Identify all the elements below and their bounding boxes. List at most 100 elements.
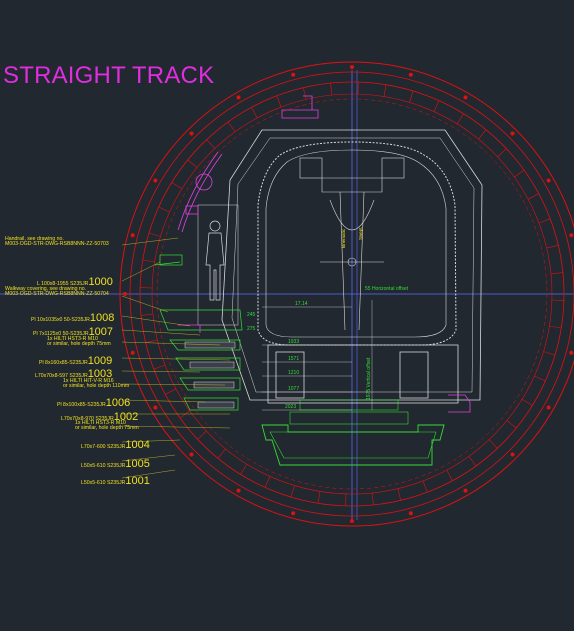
segment-marker: [408, 511, 413, 516]
annotation-pl10-num: 1008: [89, 312, 115, 324]
segment-joint: [527, 193, 539, 200]
annotation-hilti3-line1: 1x HILTI HST3-R M10: [75, 420, 126, 426]
segment-joint: [187, 159, 198, 168]
annotation-l70a: L70x70x8-597 S235JR1003: [35, 365, 112, 381]
segment-joint: [371, 492, 374, 505]
annotation-pl7: Pl 7x1125x0 50-S235JR1007: [33, 323, 113, 339]
annotation-pl8a: Pl 8x160x85-S235JR1009: [39, 352, 112, 368]
annotation-l70b: L70x70x8-970 S235JR1002: [61, 408, 138, 424]
annotation-hilti2: 1x HILTI HIT-V-R M16 or similar, hole de…: [63, 378, 129, 389]
segment-joint: [165, 388, 177, 395]
annotation-hilti1: 1x HILTI HST3-R M10 or similar, hole dep…: [47, 336, 111, 348]
annotation-l70c: L70x7-600 S235JR1004: [81, 436, 150, 452]
dim-1210: 1210: [288, 370, 299, 376]
ring-3: [139, 81, 565, 507]
dimension-texts: 55 Horizontal offset 17.14 1933 1571 121…: [247, 286, 409, 410]
annotation-l100-num: 1000: [88, 276, 113, 288]
annotation-pl10-text: Pl 10x1035x0 50-S235JR: [31, 317, 90, 323]
dim-horizontal-offset: 55 Horizontal offset: [365, 286, 409, 292]
segment-joint: [330, 83, 333, 96]
segment-joint: [456, 113, 464, 125]
segment-marker: [291, 72, 296, 77]
segment-joint: [546, 245, 559, 249]
swept-label: Swept: [358, 227, 363, 240]
segment-joint: [409, 90, 414, 103]
annotation-l100: L 100x8-1955 S235JR1000: [37, 273, 113, 289]
segment-marker: [236, 95, 241, 100]
drawing-title: STRAIGHT TRACK: [3, 62, 215, 89]
annotation-l50a: L50x5-610 S235JR1005: [81, 455, 150, 471]
dim-245: 245: [247, 312, 256, 318]
annotation-l50b: L50x5-610 S235JR1001: [81, 472, 150, 488]
segment-joint: [217, 448, 226, 459]
annotation-hilti3-line2: or similar, hole depth 75mm: [75, 425, 139, 432]
ring-5: [156, 98, 548, 490]
segment-joint: [497, 148, 507, 158]
annotation-l50a-text: L50x5-610 S235JR: [81, 463, 126, 469]
annotation-l50a-num: 1005: [125, 458, 150, 470]
segment-joint: [142, 259, 155, 263]
dim-1933: 1933: [288, 339, 299, 345]
segment-joint: [543, 351, 556, 356]
segment-joint: [468, 456, 477, 467]
annotation-hilti1-line2: or similar, hole depth 75mm: [47, 341, 111, 348]
annotation-l50b-num: 1001: [125, 475, 150, 487]
segment-joint: [206, 139, 216, 149]
dim-1077: 1077: [288, 386, 299, 392]
kinematic-label: kinematic: [341, 228, 346, 248]
segment-joint: [171, 182, 183, 190]
dim-17-14: 17.14: [295, 301, 308, 307]
segment-marker: [546, 405, 551, 410]
annotation-l50b-text: L50x5-610 S235JR: [81, 480, 126, 486]
segment-marker: [153, 405, 158, 410]
segment-joint: [148, 232, 161, 237]
segment-joint: [145, 339, 158, 343]
track-bed: [154, 254, 445, 466]
annotation-walkway-line1: Walkway covering, see drawing no.: [5, 286, 87, 292]
segment-joint: [141, 313, 154, 316]
segment-joint: [227, 121, 236, 132]
vehicle-labels: kinematic Swept: [341, 227, 363, 248]
segment-marker: [569, 350, 574, 355]
segment-marker: [463, 488, 468, 493]
annotation-hilti2-line1: 1x HILTI HIT-V-R M16: [63, 378, 114, 384]
segment-joint: [303, 87, 307, 100]
segment-joint: [433, 100, 440, 112]
segment-joint: [251, 107, 258, 119]
segment-marker: [236, 488, 241, 493]
annotation-pl7-num: 1007: [88, 326, 114, 338]
annotation-handrail-line1: Handrail, see drawing no.: [5, 236, 64, 242]
segment-joints: [140, 82, 564, 506]
segment-joint: [158, 206, 170, 213]
annotation-l70b-text: L70x70x8-970 S235JR: [61, 416, 114, 422]
annotation-handrail-line2: M003-OGD-STR-DWG-RSB8NNN-ZZ-50703: [5, 241, 109, 248]
annotation-pl10: Pl 10x1035x0 50-S235JR1008: [31, 309, 114, 325]
segment-marker: [510, 452, 515, 457]
segment-marker: [463, 95, 468, 100]
segment-marker: [350, 519, 354, 523]
segment-marker: [546, 178, 551, 183]
segment-marker: [130, 233, 135, 238]
annotation-l100-text: L 100x8-1955 S235JR: [37, 281, 89, 287]
dim-275: 275: [247, 326, 256, 332]
handrail: [177, 95, 471, 413]
tunnel-rings: [119, 61, 574, 527]
segment-joint: [179, 410, 190, 419]
segment-joint: [317, 491, 321, 504]
annotation-l70a-num: 1003: [87, 368, 113, 380]
segment-joint: [422, 480, 428, 493]
segment-joint: [488, 439, 498, 449]
segment-joint: [153, 364, 166, 370]
leader-lines: [121, 237, 231, 479]
segment-joint: [240, 463, 248, 475]
segment-marker: [408, 72, 413, 77]
segment-joint: [264, 476, 271, 488]
annotation-l70c-num: 1004: [125, 439, 150, 451]
segment-joint: [549, 325, 562, 329]
segment-marker: [189, 452, 194, 457]
dim-2023: 2023: [285, 404, 296, 410]
segment-joint: [276, 95, 282, 108]
dim-1571: 1571: [288, 356, 299, 362]
segment-joint: [514, 169, 525, 178]
segment-joint: [550, 272, 563, 275]
